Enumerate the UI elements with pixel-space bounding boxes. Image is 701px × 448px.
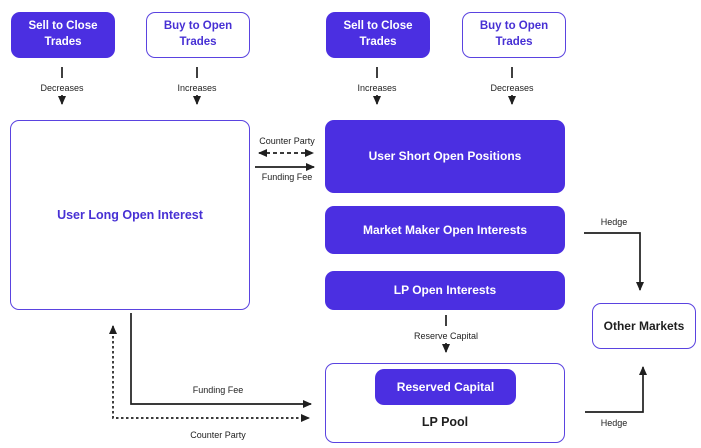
user-short-open-positions-box: User Short Open Positions [325,120,565,193]
sell-to-close-trades-box-left: Sell to Close Trades [11,12,115,58]
lp-pool-label: LP Pool [421,415,469,430]
increases-label-1: Increases [177,83,217,93]
hedge-arrow-bottom [585,366,647,413]
counter-party-label-bottom: Counter Party [190,430,246,440]
funding-fee-label-top: Funding Fee [261,172,313,182]
hedge-label-top: Hedge [600,217,628,227]
counter-party-arrow-bottom [109,325,310,422]
hedge-arrow-top [584,232,644,291]
sell-to-close-trades-box-right: Sell to Close Trades [326,12,430,58]
market-maker-open-interests-box: Market Maker Open Interests [325,206,565,254]
decreases-label-1: Decreases [40,83,84,93]
funding-fee-label-bottom: Funding Fee [192,385,244,395]
buy-to-open-trades-box-right: Buy to Open Trades [462,12,566,58]
reserve-capital-label: Reserve Capital [413,331,479,341]
lp-pool-box: Reserved Capital LP Pool [325,363,565,443]
increases-label-2: Increases [357,83,397,93]
user-long-open-interest-box: User Long Open Interest [10,120,250,310]
hedge-label-bottom: Hedge [600,418,628,428]
decreases-label-2: Decreases [490,83,534,93]
reserved-capital-box: Reserved Capital [375,369,516,405]
other-markets-box: Other Markets [592,303,696,349]
buy-to-open-trades-box-left: Buy to Open Trades [146,12,250,58]
counter-party-label-top: Counter Party [259,136,315,146]
lp-open-interests-box: LP Open Interests [325,271,565,310]
